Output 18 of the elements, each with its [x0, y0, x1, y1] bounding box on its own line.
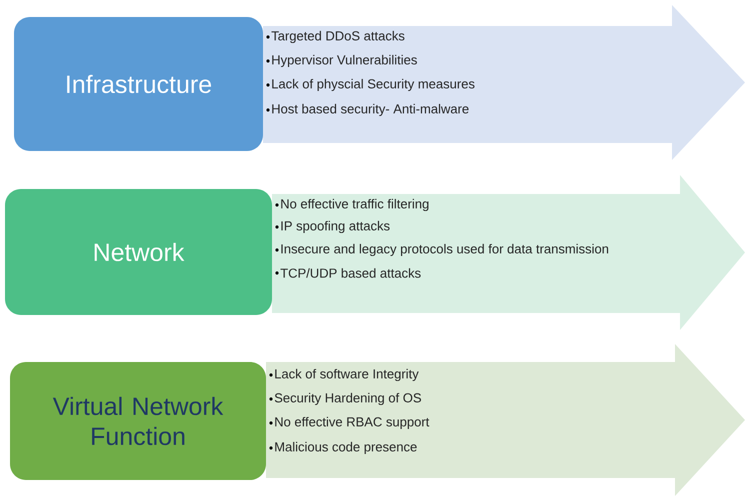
list-item: TCP/UDP based attacks [275, 268, 421, 278]
list-item: No effective traffic filtering [275, 198, 428, 212]
list-item: No effective RBAC support [269, 416, 430, 430]
arrow-shape [263, 5, 745, 160]
list-item: Insecure and legacy protocols used for data transmission [275, 244, 608, 256]
list-item: Malicious code presence [269, 442, 417, 454]
list-item: Targeted DDoS attacks [266, 30, 404, 44]
arrow-shape [272, 175, 745, 330]
category-box: Infrastructure [14, 17, 263, 151]
list-item: Hypervisor Vulnerabilities [266, 54, 417, 68]
list-item: Lack of software Integrity [269, 368, 419, 382]
category-box: Virtual Network Function [10, 362, 266, 480]
arrow-shape [266, 344, 745, 496]
category-box: Network [5, 189, 272, 315]
list-item: IP spoofing attacks [275, 220, 390, 234]
list-item: Host based security- Anti-malware [266, 104, 469, 116]
list-item: Lack of physcial Security measures [266, 78, 474, 92]
list-item: Security Hardening of OS [269, 392, 421, 406]
